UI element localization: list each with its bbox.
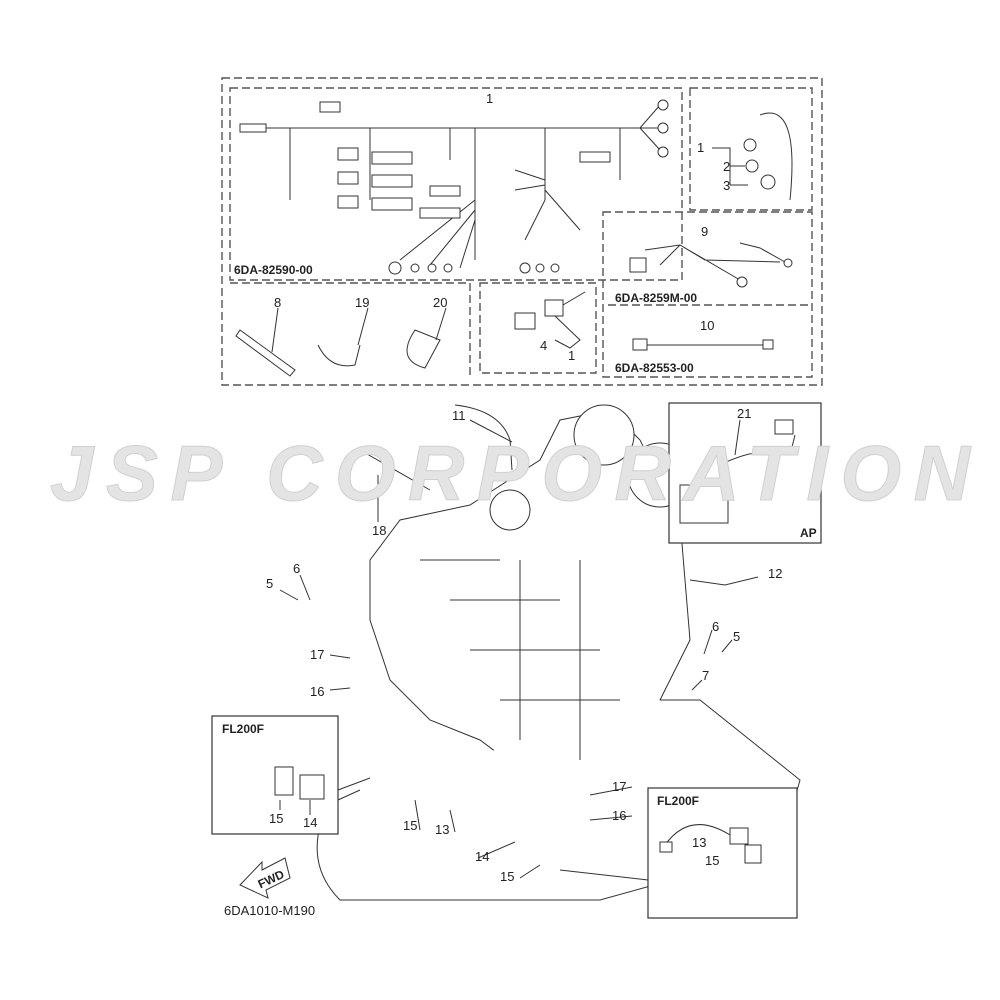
callout-16-left: 16 [310,684,324,699]
callout-6-right: 6 [712,619,719,634]
callout-13: 13 [435,822,449,837]
fl-left-callout-15: 15 [269,811,283,826]
ap-label: AP [800,526,817,540]
harness-kit-frame [221,77,823,386]
callout-1: 1 [697,140,704,155]
callout-7: 7 [702,668,709,683]
sub-harness-9-part-number: 6DA-8259M-00 [615,291,697,305]
callout-16-right: 16 [612,808,626,823]
callout-10: 10 [700,318,714,333]
fwd-arrow-icon: FWD [239,857,291,899]
fl-left-callout-14: 14 [303,815,317,830]
main-harness-box [229,87,683,281]
callout-4: 4 [540,338,547,353]
relay-box [479,282,597,374]
callout-17-left: 17 [310,647,324,662]
callout-20: 20 [433,295,447,310]
fl200f-right-title: FL200F [657,794,699,808]
callout-18: 18 [372,523,386,538]
callout-15: 15 [500,869,514,884]
fl200f-right-inset [647,787,798,919]
callout-2: 2 [723,159,730,174]
sub-harness-box [602,211,813,378]
fl-right-callout-13: 13 [692,835,706,850]
callout-9: 9 [701,224,708,239]
harness-detail-box [689,87,813,211]
callout-3: 3 [723,178,730,193]
callout-17-right: 17 [612,779,626,794]
callout-8: 8 [274,295,281,310]
diagram-code: 6DA1010-M190 [224,903,315,918]
fl200f-left-title: FL200F [222,722,264,736]
callout-harness: 1 [486,91,493,106]
callout-6-left: 6 [293,561,300,576]
callout-11: 11 [452,408,466,423]
fl-right-callout-15: 15 [705,853,719,868]
callout-12: 12 [768,566,782,581]
callout-14: 14 [475,849,489,864]
sub-harness-10-part-number: 6DA-82553-00 [615,361,694,375]
callout-5-right: 5 [733,629,740,644]
callout-21: 21 [737,406,751,421]
callout-19: 19 [355,295,369,310]
harness-part-number: 6DA-82590-00 [234,263,313,277]
callout-5-left: 5 [266,576,273,591]
wire-harness-drawing [239,99,669,275]
callout-15b: 15 [403,818,417,833]
callout-1b: 1 [568,348,575,363]
